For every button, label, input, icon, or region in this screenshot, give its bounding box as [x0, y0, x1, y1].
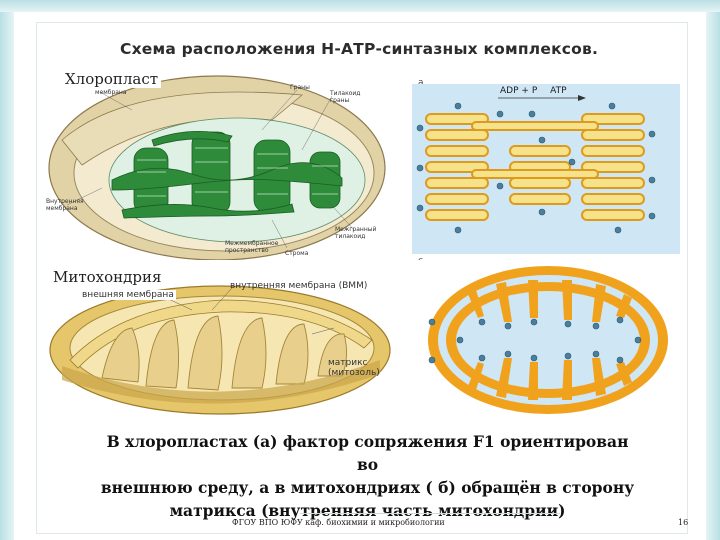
- caption-line-2: внешнюю среду, а в митохондриях ( б) обр…: [100, 478, 635, 497]
- mito-inner-membrane-label: внутренняя мембрана (ВММ): [230, 281, 368, 291]
- chloroplast-illustration: [42, 70, 402, 260]
- reaction-formula: ADP + P ATP: [500, 86, 567, 96]
- chloroplast-label: Хлоропласт: [62, 70, 162, 88]
- chloroplast-stroma-thylakoid-label: Межгранный тилакоид: [335, 226, 377, 240]
- frame-right: [706, 0, 720, 540]
- frame-top: [0, 0, 720, 12]
- chloroplast-stroma-label: Строма: [285, 250, 309, 257]
- slide-footer: ФГОУ ВПО ЮФУ каф. биохимии и микробиолог…: [232, 518, 445, 527]
- slide-caption: В хлоропластах (а) фактор сопряжения F1 …: [95, 430, 640, 522]
- p-text: P: [531, 86, 538, 96]
- chloroplast-inner-membrane-label: Внутренняя мембрана: [46, 198, 84, 212]
- panel-a-letter: а: [418, 78, 424, 88]
- thylakoid-schematic: [412, 84, 680, 254]
- chloroplast-thylakoid-label: Тилакоид граны: [330, 90, 361, 104]
- reaction-arrow: [498, 95, 586, 101]
- mitochondrion-label: Митохондрия: [50, 268, 165, 286]
- caption-line-3: матрикса (внутренняя часть митохондрии): [169, 501, 566, 520]
- adp-text: ADP: [500, 86, 519, 96]
- frame-left: [0, 0, 14, 540]
- page-number: 16: [678, 518, 689, 527]
- mito-matrix-label: матрикс (митозоль): [328, 358, 380, 378]
- chloroplast-intermembrane-label: Межмембранное пространство: [225, 240, 279, 254]
- mito-outer-membrane-label: внешняя мембрана: [80, 290, 176, 300]
- chloroplast-grana-label: Граны: [290, 84, 310, 91]
- mitochondrion-illustration: [42, 270, 402, 418]
- atp-text: ATP: [550, 86, 567, 96]
- caption-line-1: В хлоропластах (а) фактор сопряжения F1 …: [106, 432, 629, 474]
- plus-text: +: [521, 86, 529, 96]
- slide-title: Схема расположения Н-АТР-синтазных компл…: [120, 40, 599, 58]
- mitochondrion-schematic: [412, 260, 680, 420]
- footer-divider: [300, 513, 560, 514]
